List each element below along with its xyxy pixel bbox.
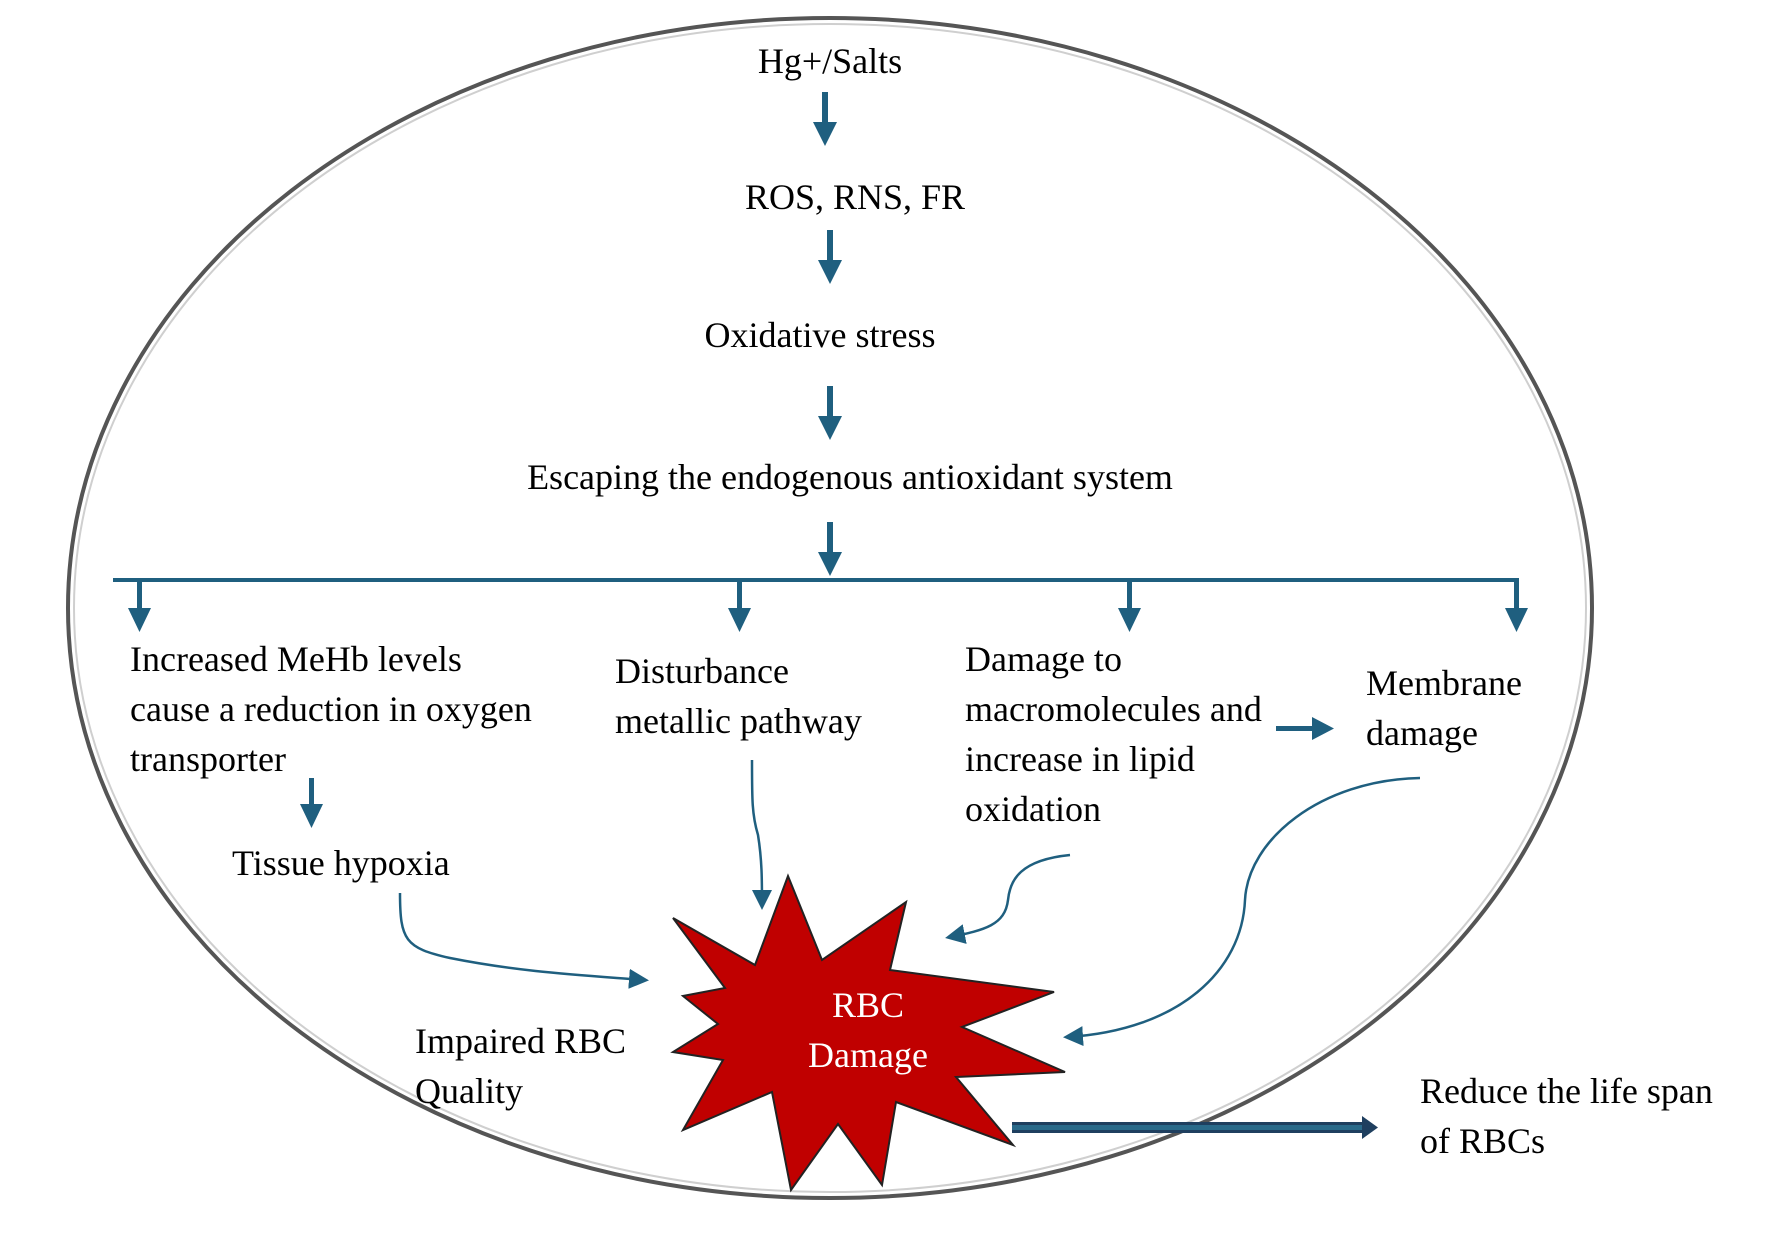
node-impaired-rbc-line-2: Quality xyxy=(415,1071,523,1111)
node-macromolecules-line-3: increase in lipid xyxy=(965,739,1195,779)
node-macromolecules: Damage to macromolecules and increase in… xyxy=(965,634,1262,834)
node-macromolecules-line-2: macromolecules and xyxy=(965,689,1262,729)
arrow-escaping-to-branches xyxy=(818,522,842,576)
node-mehb: Increased MeHb levels cause a reduction … xyxy=(130,634,532,784)
node-tissue-hypoxia-text: Tissue hypoxia xyxy=(232,843,450,883)
node-hg-salts-text: Hg+/Salts xyxy=(757,41,903,81)
node-membrane-damage: Membrane damage xyxy=(1366,658,1522,758)
arrow-macromolecules-to-membrane xyxy=(1276,717,1334,740)
node-escaping-text: Escaping the endogenous antioxidant syst… xyxy=(527,457,1173,497)
arrow-branch-disturbance xyxy=(728,580,751,632)
node-disturbance-line-1: Disturbance xyxy=(615,651,789,691)
curve-macromolecules-to-rbc xyxy=(945,853,1071,944)
rbc-damage-burst xyxy=(670,873,1066,1193)
arrow-branch-macromolecules xyxy=(1118,580,1141,632)
branch-bar xyxy=(113,578,1519,582)
main-flow-arrows xyxy=(813,92,842,576)
node-membrane-line-1: Membrane xyxy=(1366,663,1522,703)
node-mehb-line-2: cause a reduction in oxygen xyxy=(130,689,532,729)
node-rbc-damage: RBC Damage xyxy=(768,980,968,1080)
node-macromolecules-line-1: Damage to xyxy=(965,639,1122,679)
node-ros-rns-fr-text: ROS, RNS, FR xyxy=(744,177,966,217)
node-tissue-hypoxia: Tissue hypoxia xyxy=(232,838,450,888)
curve-membrane-to-rbc xyxy=(1063,776,1421,1047)
node-mehb-line-1: Increased MeHb levels xyxy=(130,639,462,679)
arrow-ros-to-oxidative xyxy=(818,230,842,284)
arrow-mehb-to-hypoxia xyxy=(300,778,323,828)
node-oxidative-stress: Oxidative stress xyxy=(660,310,980,360)
arrow-hg-to-ros xyxy=(813,92,837,146)
node-impaired-rbc-line-1: Impaired RBC xyxy=(415,1021,626,1061)
curve-disturbance-to-rbc xyxy=(750,759,772,910)
arrow-branch-mehb xyxy=(128,580,151,632)
cell-outline xyxy=(66,16,1594,1200)
node-disturbance-line-2: metallic pathway xyxy=(615,701,862,741)
node-rbc-damage-line-1: RBC xyxy=(831,985,905,1025)
node-membrane-line-2: damage xyxy=(1366,713,1478,753)
arrow-oxidative-to-escaping xyxy=(818,386,842,440)
arrow-branch-membrane xyxy=(1505,580,1528,632)
node-life-span-line-2: of RBCs xyxy=(1420,1121,1546,1161)
node-escaping: Escaping the endogenous antioxidant syst… xyxy=(440,452,1260,502)
curve-hypoxia-to-rbc xyxy=(398,892,649,989)
node-oxidative-stress-text: Oxidative stress xyxy=(704,315,936,355)
curved-connectors xyxy=(398,759,1421,1047)
node-life-span: Reduce the life span of RBCs xyxy=(1420,1066,1713,1166)
node-impaired-rbc: Impaired RBC Quality xyxy=(415,1016,626,1116)
node-rbc-damage-line-2: Damage xyxy=(808,1035,928,1075)
arrow-to-life-span xyxy=(1012,1116,1378,1139)
node-life-span-line-1: Reduce the life span xyxy=(1420,1071,1713,1111)
cell-outline-highlight xyxy=(73,23,1587,1193)
node-hg-salts: Hg+/Salts xyxy=(700,36,960,86)
node-disturbance: Disturbance metallic pathway xyxy=(615,646,862,746)
node-mehb-line-3: transporter xyxy=(130,739,286,779)
node-macromolecules-line-4: oxidation xyxy=(965,789,1101,829)
node-ros-rns-fr: ROS, RNS, FR xyxy=(690,172,1020,222)
branch-arrows xyxy=(128,580,1528,632)
